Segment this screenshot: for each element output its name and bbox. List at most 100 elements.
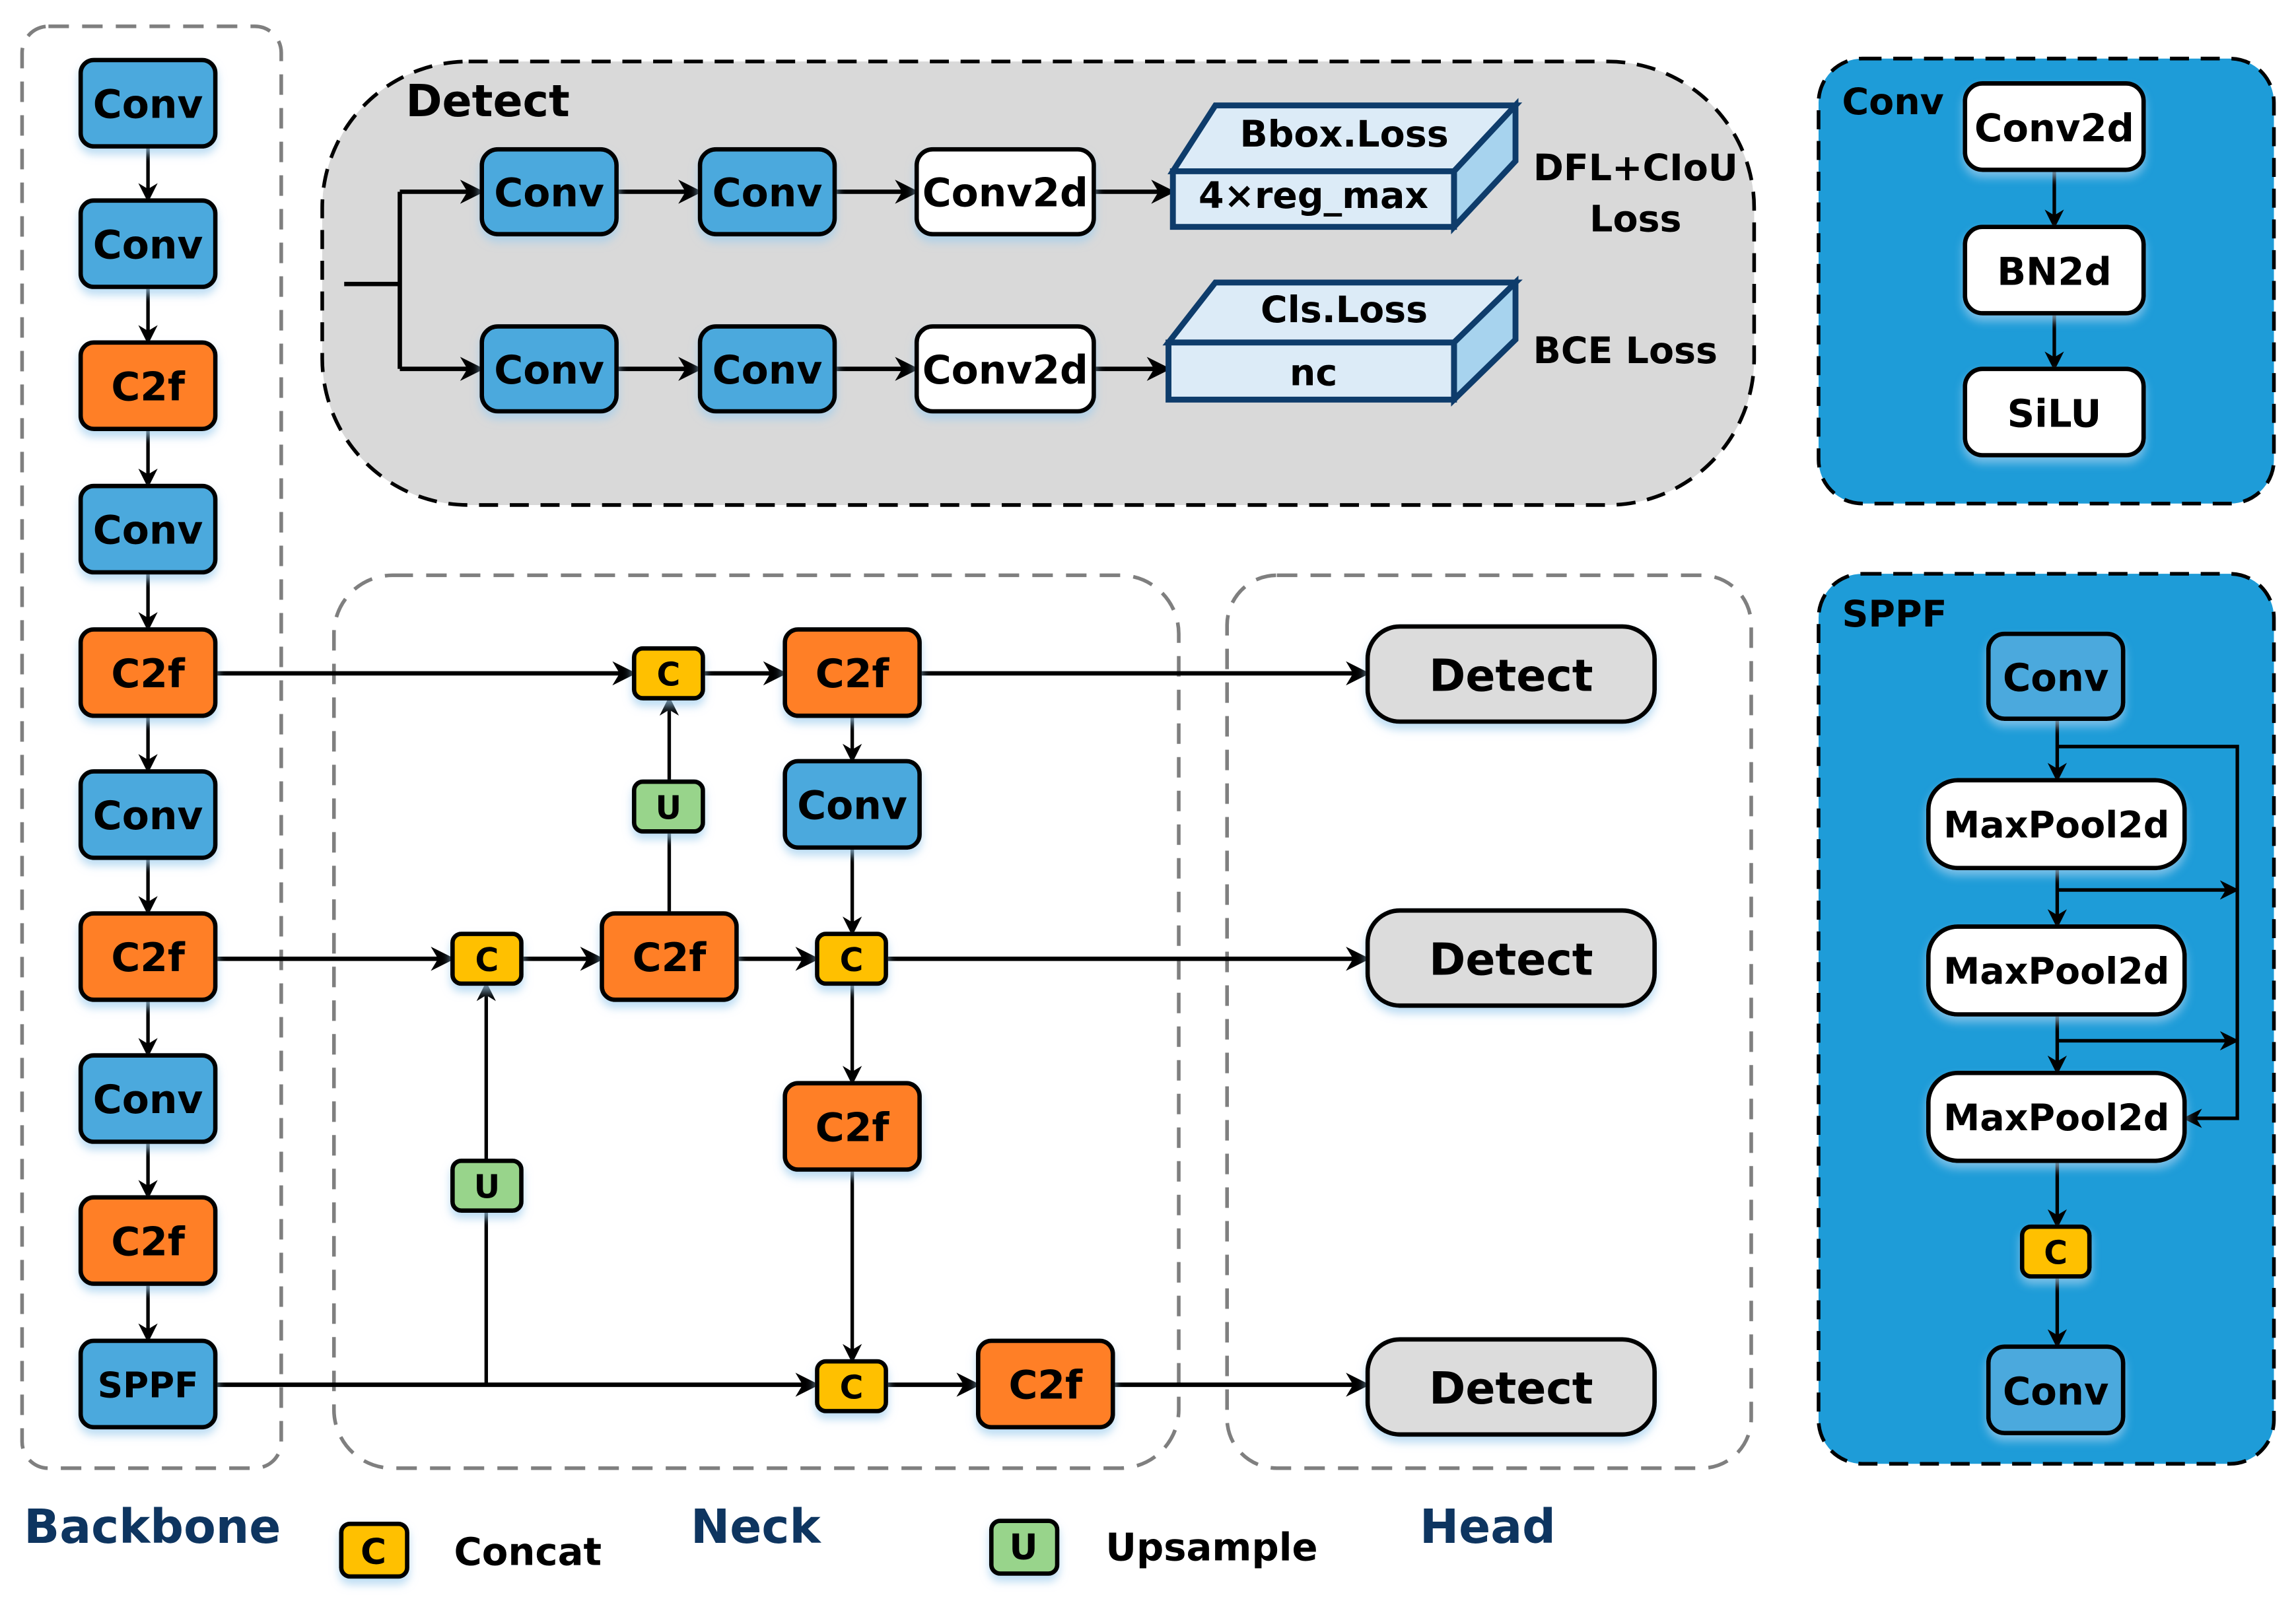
- head-detect-1: Detect: [1365, 624, 1657, 724]
- neck-c2f-top-label: C2f: [816, 651, 890, 697]
- backbone-node-sppf-10-box: [78, 1338, 218, 1430]
- backbone-node-conv-8-label: Conv: [93, 1077, 203, 1123]
- sppf-maxpool-2: MaxPool2d: [1926, 924, 2187, 1017]
- backbone-node-c2f-7: C2f: [78, 911, 218, 1002]
- conv-module-conv2d-label: Conv2d: [1974, 106, 2134, 151]
- backbone-node-c2f-5-label: C2f: [111, 651, 186, 697]
- neck-concat-top-label: C: [656, 656, 680, 694]
- backbone-node-c2f-7-box: [78, 911, 218, 1002]
- legend-concat: C Concat: [339, 1521, 602, 1579]
- backbone-node-conv-4: Conv: [78, 483, 218, 575]
- neck-concat-mid-left: C: [450, 932, 524, 986]
- backbone-node-c2f-3: C2f: [78, 340, 218, 431]
- neck-c2f-top: C2f: [783, 627, 922, 718]
- backbone-node-conv-8: Conv: [78, 1053, 218, 1144]
- sppf-conv-out-box: [1986, 1344, 2126, 1435]
- detect-panel-row2-conv-1: Conv: [479, 324, 619, 414]
- neck-upsample-top-label: U: [656, 789, 682, 827]
- backbone-node-conv-2-label: Conv: [93, 222, 203, 268]
- detect-panel: [320, 59, 1757, 507]
- conv-module-silu-box: [1963, 366, 2146, 458]
- sppf-module-title: SPPF: [1842, 594, 1947, 636]
- detect-panel-row1-conv-2-box: [697, 147, 837, 237]
- neck-concat-top: C: [631, 646, 705, 700]
- backbone-node-c2f-3-box: [78, 340, 218, 431]
- head-detect-3-box: [1365, 1337, 1657, 1437]
- bbox-loss-title: Bbox.Loss: [1240, 114, 1449, 156]
- neck-concat-mid-left-box: [450, 932, 524, 986]
- cls-loss-front-face: [1165, 339, 1457, 403]
- neck-concat-bottom-label: C: [840, 1369, 864, 1406]
- head-detect-2: Detect: [1365, 908, 1657, 1008]
- detect-panel-row1-conv-1-box: [479, 147, 619, 237]
- sppf-conv-out: Conv: [1986, 1344, 2126, 1435]
- detect-panel-row2-conv-2-box: [697, 324, 837, 414]
- cls-loss-block: Cls.Loss nc: [1162, 275, 1523, 407]
- neck-concat-mid-right-label: C: [840, 941, 864, 979]
- legend-concat-symbol: C: [361, 1531, 386, 1572]
- legend-concat-label: Concat: [454, 1529, 602, 1574]
- neck-upsample-bottom-label: U: [474, 1169, 501, 1206]
- neck-concat-bottom-box: [815, 1359, 888, 1413]
- backbone-node-sppf-10-label: SPPF: [98, 1365, 199, 1406]
- neck-conv-mid-box: [783, 759, 922, 850]
- backbone-node-sppf-10: SPPF: [78, 1338, 218, 1430]
- neck-c2f-mid-box: [600, 911, 739, 1002]
- sppf-concat-label: C: [2044, 1234, 2068, 1272]
- detect-panel-row2-conv-1-label: Conv: [494, 347, 604, 393]
- detect-panel-row2-conv-2: Conv: [697, 324, 837, 414]
- backbone-node-conv-6: Conv: [78, 769, 218, 860]
- neck-upsample-bottom-box: [450, 1158, 524, 1213]
- conv-module-silu: SiLU: [1963, 366, 2146, 458]
- backbone-node-conv-6-box: [78, 769, 218, 860]
- sppf-maxpool-3: MaxPool2d: [1926, 1070, 2187, 1163]
- backbone-node-conv-8-box: [78, 1053, 218, 1144]
- detect-panel-row1-conv2d-3: Conv2d: [914, 147, 1096, 237]
- head-frame: [1225, 573, 1753, 1470]
- detect-panel-row2-conv2d-3-label: Conv2d: [922, 347, 1088, 393]
- detect-panel-row1-conv-2: Conv: [697, 147, 837, 237]
- head-detect-3: Detect: [1365, 1337, 1657, 1437]
- bce-loss-label: BCE Loss: [1533, 330, 1718, 372]
- legend-upsample-swatch: [989, 1518, 1060, 1576]
- sppf-maxpool-3-box: [1926, 1070, 2187, 1163]
- neck-c2f-bottom-box: [975, 1338, 1115, 1430]
- conv-module-bn2d-label: BN2d: [1997, 249, 2112, 294]
- neck-frame: [331, 573, 1181, 1470]
- legend-concat-swatch: [339, 1521, 409, 1579]
- neck-concat-mid-right-box: [815, 932, 888, 986]
- neck-c2f-lower-box: [783, 1081, 922, 1172]
- sppf-conv-out-label: Conv: [2003, 1369, 2108, 1413]
- backbone-node-conv-1-box: [78, 57, 218, 149]
- detect-panel-row1-conv2d-3-box: [914, 147, 1096, 237]
- neck-c2f-mid: C2f: [600, 911, 739, 1002]
- backbone-frame: [20, 24, 283, 1470]
- sppf-maxpool-1-label: MaxPool2d: [1943, 805, 2169, 847]
- neck-c2f-bottom: C2f: [975, 1338, 1115, 1430]
- neck-c2f-lower-label: C2f: [816, 1104, 890, 1151]
- backbone-node-c2f-9: C2f: [78, 1195, 218, 1286]
- backbone-node-conv-4-box: [78, 483, 218, 575]
- sppf-maxpool-3-label: MaxPool2d: [1943, 1097, 2169, 1139]
- detect-panel-row1-conv-2-label: Conv: [713, 170, 823, 217]
- sppf-maxpool-1: MaxPool2d: [1926, 778, 2187, 871]
- head-detect-1-label: Detect: [1429, 650, 1593, 701]
- neck-conv-mid: Conv: [783, 759, 922, 850]
- edges: [138, 146, 2240, 1397]
- neck-concat-top-box: [631, 646, 705, 700]
- sppf-concat: C: [2019, 1224, 2092, 1279]
- dfl-ciou-loss-label-line2: Loss: [1589, 199, 1681, 241]
- bbox-loss-dimension: 4×reg_max: [1199, 175, 1428, 217]
- sppf-conv-in: Conv: [1986, 631, 2126, 721]
- detect-panel-title: Detect: [405, 75, 569, 127]
- neck-upsample-bottom: U: [450, 1158, 524, 1213]
- sppf-concat-box: [2019, 1224, 2092, 1279]
- sppf-conv-in-label: Conv: [2003, 656, 2108, 700]
- neck-title: Neck: [691, 1499, 822, 1554]
- head-detect-2-box: [1365, 908, 1657, 1008]
- sppf-maxpool-2-label: MaxPool2d: [1943, 951, 2169, 993]
- neck-concat-mid-right: C: [815, 932, 888, 986]
- sppf-skip-bus: [2057, 745, 2239, 1128]
